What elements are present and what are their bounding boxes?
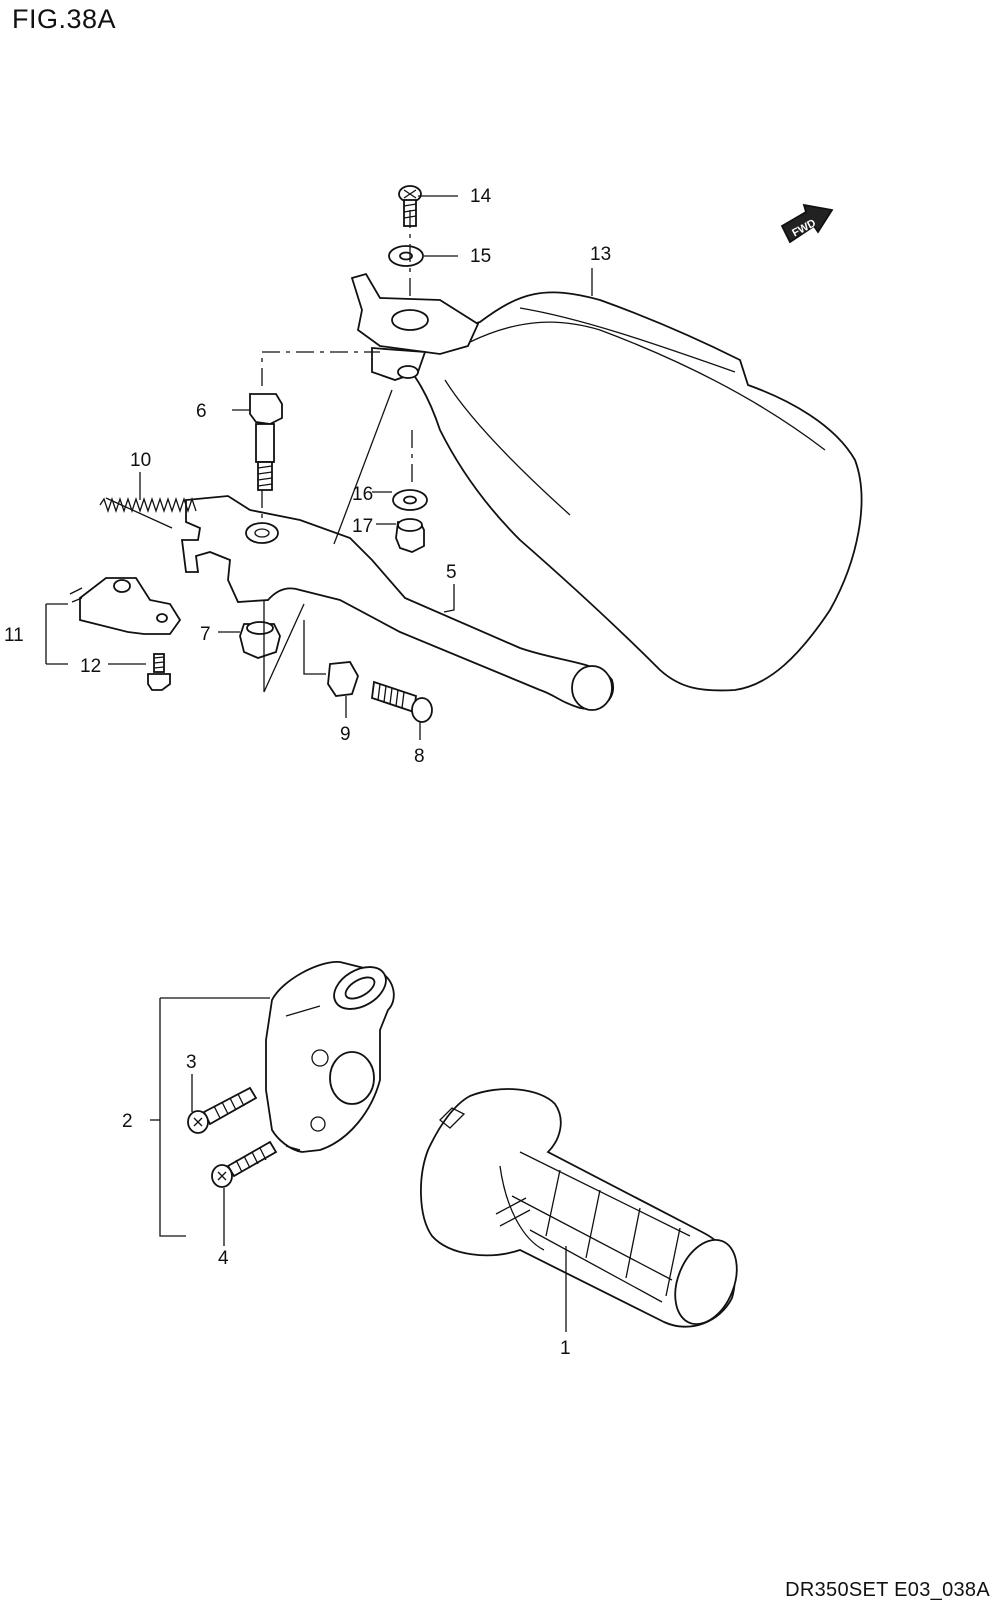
washer-16 <box>392 489 428 511</box>
figure-title: FIG.38A <box>12 4 117 34</box>
part-number-11: 11 <box>4 625 24 646</box>
part-number-14: 14 <box>470 186 492 207</box>
collar-6 <box>249 393 283 491</box>
part-number-8: 8 <box>414 746 425 767</box>
washer-15 <box>388 245 424 267</box>
grip-1 <box>420 1088 738 1328</box>
part-number-9: 9 <box>340 724 351 745</box>
part-number-10: 10 <box>130 450 151 471</box>
part-number-12: 12 <box>80 656 101 677</box>
bolt-8 <box>371 680 433 723</box>
spring-10 <box>99 496 197 529</box>
part-number-6: 6 <box>196 401 207 422</box>
part-number-15: 15 <box>470 246 491 267</box>
part-number-17: 17 <box>352 516 373 537</box>
nut-9 <box>327 661 359 697</box>
screw-3 <box>187 1086 258 1134</box>
lever-5 <box>180 495 615 711</box>
part-number-2: 2 <box>122 1111 133 1132</box>
part-number-13: 13 <box>590 244 611 265</box>
screw-12 <box>147 653 171 691</box>
leader-lines <box>45 195 593 1332</box>
part-number-1: 1 <box>560 1338 571 1359</box>
screw-4 <box>211 1140 278 1188</box>
part-number-3: 3 <box>186 1052 197 1073</box>
nut-7 <box>239 621 281 659</box>
hand-guard <box>350 272 863 692</box>
part-number-5: 5 <box>446 562 457 583</box>
fwd-arrow-icon: FWD <box>780 203 834 244</box>
part-number-labels: 1 2 3 4 5 6 7 8 9 10 11 12 13 14 15 16 1… <box>4 186 611 1359</box>
nut-17 <box>395 518 425 553</box>
part-number-4: 4 <box>218 1248 229 1269</box>
holder-2 <box>265 961 395 1153</box>
switch-11 <box>69 577 182 635</box>
part-number-7: 7 <box>200 624 211 645</box>
diagram-code: DR350SET E03_038A <box>785 1579 990 1601</box>
part-number-16: 16 <box>352 484 373 505</box>
